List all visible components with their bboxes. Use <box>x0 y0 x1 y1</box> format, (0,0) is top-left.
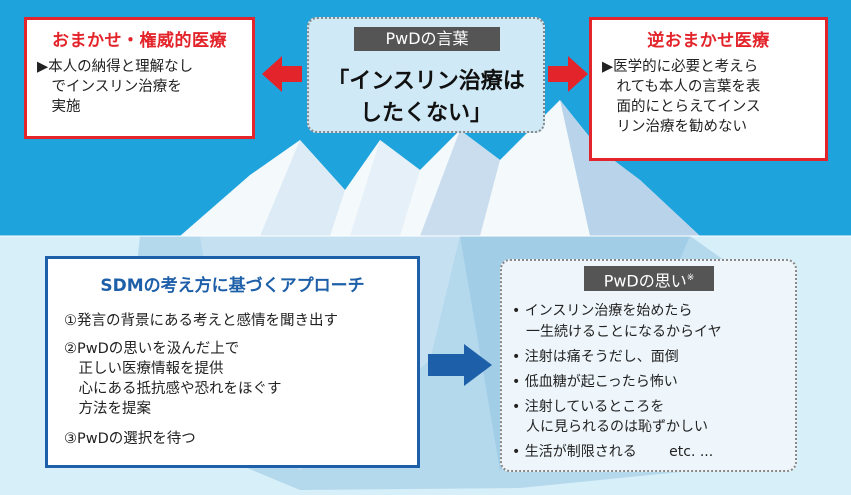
left-arrow-icon <box>262 56 302 92</box>
pwd-words-box: PwDの言葉 「インスリン治療は したくない」 <box>307 17 545 133</box>
pwd-feelings-item: • インスリン治療を始めたら <box>512 303 693 319</box>
pwd-words-quote-line: したくない」 <box>359 101 492 126</box>
sdm-approach-item: 心にある抵抗感や恐れをほぐす <box>64 381 282 397</box>
paternalistic-care-box: おまかせ・権威的医療 ▶本人の納得と理解なし でインスリン治療を 実施 <box>24 17 255 139</box>
sdm-approach-item: ①発言の背景にある考えと感情を聞き出す <box>64 313 338 329</box>
pwd-feelings-label-text: PwDの思い <box>603 271 687 291</box>
reverse-entrusted-care-title: 逆おまかせ医療 <box>647 31 770 51</box>
blue-arrow-icon <box>428 344 492 386</box>
paternalistic-care-title: おまかせ・権威的医療 <box>52 31 227 51</box>
footnote-mark: ※ <box>686 273 695 283</box>
paternalistic-care-line: ▶本人の納得と理解なし <box>37 59 194 75</box>
pwd-words-quote-line: 「インスリン治療は <box>327 69 525 94</box>
paternalistic-care-line: でインスリン治療を <box>37 79 182 95</box>
sdm-approach-title: SDMの考え方に基づくアプローチ <box>100 276 365 296</box>
sdm-approach-item: 正しい医療情報を提供 <box>64 361 224 377</box>
sdm-approach-item: ③PwDの選択を待つ <box>64 431 196 447</box>
right-arrow-icon <box>548 56 588 92</box>
paternalistic-care-body: ▶本人の納得と理解なし でインスリン治療を 実施 <box>27 57 252 117</box>
paternalistic-care-line: 実施 <box>37 99 81 115</box>
pwd-feelings-box: PwDの思い※ • インスリン治療を始めたら 一生続けることになるからイヤ • … <box>500 259 797 472</box>
reverse-entrusted-care-line: ▶医学的に必要と考えら <box>602 59 759 75</box>
pwd-feelings-label: PwDの思い※ <box>584 266 714 291</box>
reverse-entrusted-care-line: れても本人の言葉を表 <box>602 79 761 95</box>
sdm-approach-item: ②PwDの思いを汲んだ上で <box>64 341 240 357</box>
pwd-feelings-item: • 低血糖が起こったら怖い <box>512 374 678 390</box>
pwd-feelings-item: • 注射は痛そうだし、面倒 <box>512 349 679 365</box>
reverse-entrusted-care-box: 逆おまかせ医療 ▶医学的に必要と考えら れても本人の言葉を表 面的にとらえてイン… <box>589 17 828 161</box>
reverse-entrusted-care-line: リン治療を勧めない <box>602 119 747 135</box>
pwd-feelings-item: • 注射しているところを <box>512 399 665 415</box>
sdm-approach-item: 方法を提案 <box>64 401 151 417</box>
reverse-entrusted-care-line: 面的にとらえてインス <box>602 99 761 115</box>
pwd-words-label: PwDの言葉 <box>354 27 500 51</box>
reverse-entrusted-care-body: ▶医学的に必要と考えら れても本人の言葉を表 面的にとらえてインス リン治療を勧… <box>592 57 825 137</box>
sdm-approach-box: SDMの考え方に基づくアプローチ ①発言の背景にある考えと感情を聞き出す ②Pw… <box>45 256 420 468</box>
pwd-feelings-item: • 生活が制限される etc. ... <box>512 444 714 460</box>
pwd-feelings-item: 一生続けることになるからイヤ <box>512 324 722 340</box>
pwd-feelings-item: 人に見られるのは恥ずかしい <box>512 419 708 435</box>
